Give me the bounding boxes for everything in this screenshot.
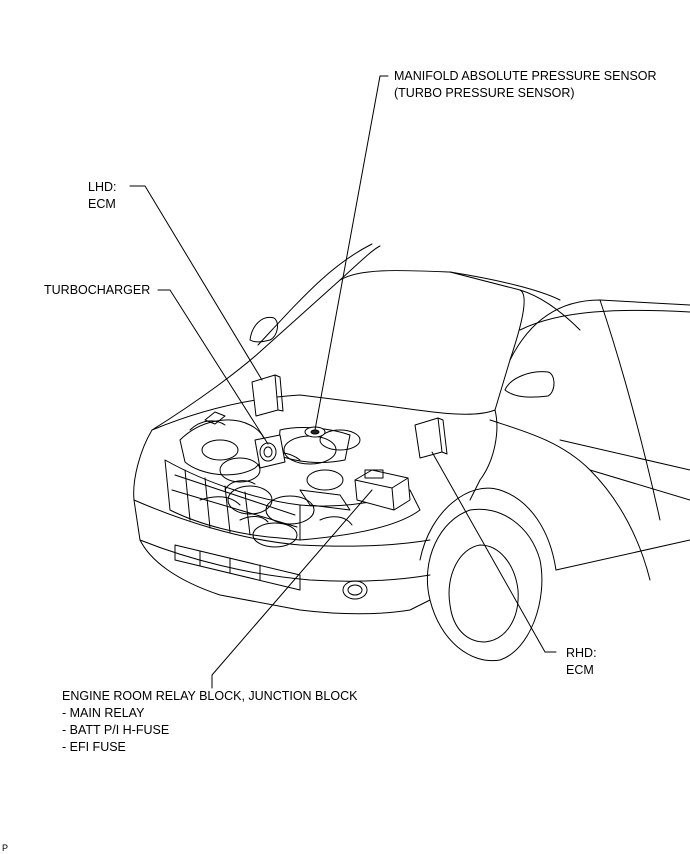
map-sensor-label: MANIFOLD ABSOLUTE PRESSURE SENSOR (TURBO…: [394, 68, 657, 102]
map-sensor-label-line1: MANIFOLD ABSOLUTE PRESSURE SENSOR: [394, 69, 657, 83]
leader-rhd-ecm: [431, 451, 557, 653]
lhd-ecm-label-line2: ECM: [88, 197, 116, 211]
relay-block-title: ENGINE ROOM RELAY BLOCK, JUNCTION BLOCK: [62, 689, 358, 703]
corner-mark: P: [2, 843, 9, 853]
relay-item-batt-fuse: - BATT P/I H-FUSE: [62, 723, 170, 737]
turbocharger-label-text: TURBOCHARGER: [44, 283, 151, 297]
lhd-ecm-label: LHD: ECM: [88, 179, 116, 213]
leader-lines: [129, 75, 557, 689]
engine-assembly: [179, 411, 411, 548]
vehicle-body: [133, 243, 690, 662]
rhd-ecm-label: RHD: ECM: [566, 645, 597, 679]
map-sensor-label-line2: (TURBO PRESSURE SENSOR): [394, 86, 575, 100]
leader-turbocharger: [157, 289, 269, 445]
lhd-ecm-label-line1: LHD:: [88, 180, 117, 194]
relay-block-label: ENGINE ROOM RELAY BLOCK, JUNCTION BLOCK …: [62, 688, 357, 756]
rhd-ecm-label-line1: RHD:: [566, 646, 597, 660]
ecm-lhd-box: [251, 374, 284, 417]
relay-item-efi-fuse: - EFI FUSE: [62, 740, 126, 754]
turbocharger-label: TURBOCHARGER: [44, 282, 150, 299]
leader-map-sensor: [314, 75, 389, 431]
ecm-rhd-box: [414, 417, 448, 459]
leader-lhd-ecm: [129, 185, 263, 381]
rhd-ecm-label-line2: ECM: [566, 663, 594, 677]
relay-item-main-relay: - MAIN RELAY: [62, 706, 145, 720]
leader-relay-block: [211, 489, 373, 689]
